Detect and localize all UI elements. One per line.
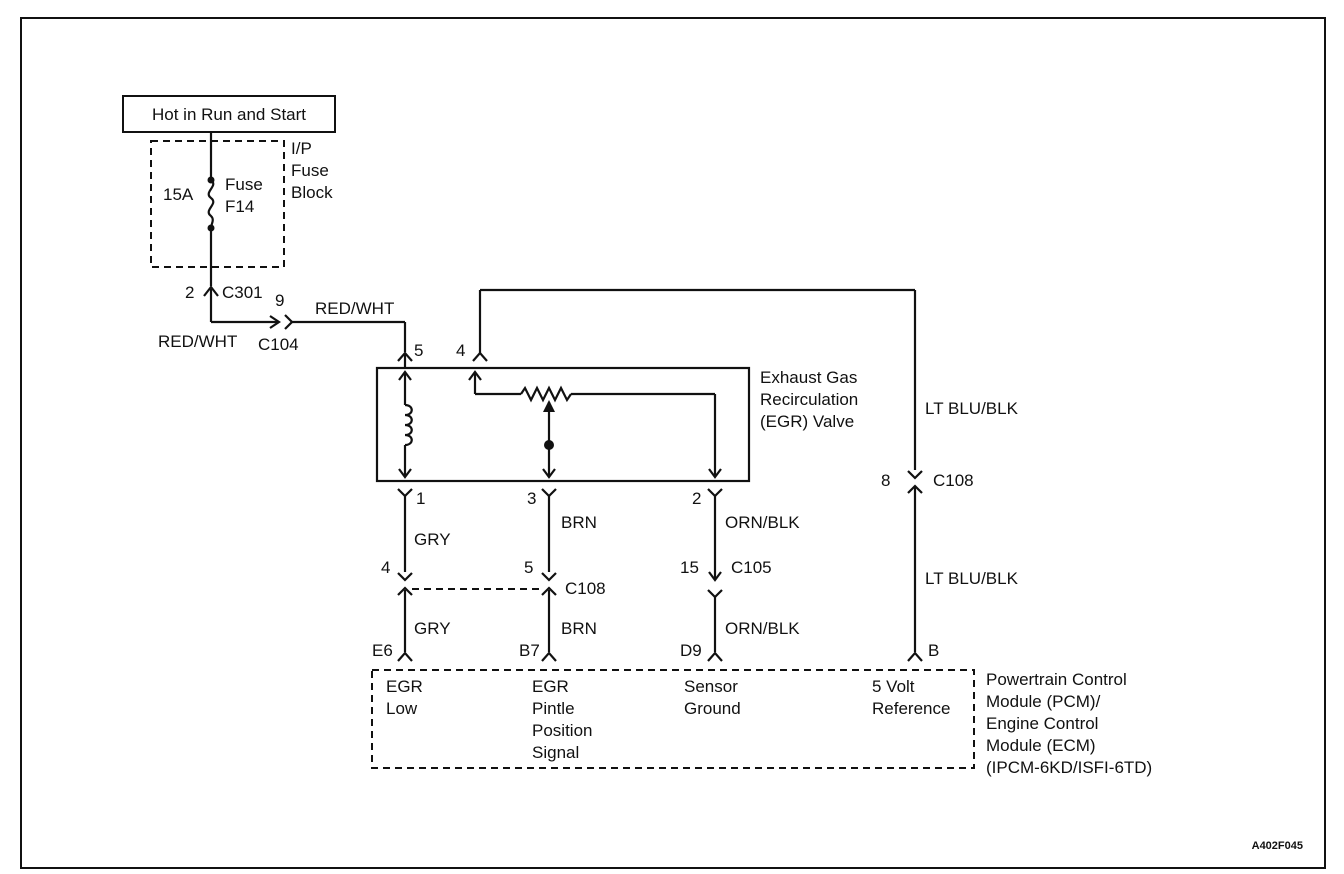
egr-pin-5: 5 xyxy=(414,341,423,360)
pcm-pin-d9: D9 xyxy=(680,641,702,660)
pcm-terminal-sensor-ground-2: Ground xyxy=(684,699,741,718)
wire-lt-blu-blk-lower: LT BLU/BLK xyxy=(925,569,1019,588)
c301-connector xyxy=(203,285,219,297)
egr-pin-1-connector xyxy=(397,488,413,498)
pcm-pin-d9-connector xyxy=(707,651,723,662)
c104-name: C104 xyxy=(258,335,299,354)
pcm-terminal-egr-low-2: Low xyxy=(386,699,418,718)
egr-pin-1: 1 xyxy=(416,489,425,508)
wire-red-wht-left: RED/WHT xyxy=(158,332,237,351)
c108-pin-5: 5 xyxy=(524,558,533,577)
wire-orn-blk-lower: ORN/BLK xyxy=(725,619,800,638)
egr-pin-2: 2 xyxy=(692,489,701,508)
c108-pin-8: 8 xyxy=(881,471,890,490)
power-source-label: Hot in Run and Start xyxy=(152,105,306,124)
egr-pin-3: 3 xyxy=(527,489,536,508)
egr-pin-3-connector xyxy=(541,488,557,498)
pcm-name-3: Engine Control xyxy=(986,714,1098,733)
figure-id: A402F045 xyxy=(1252,840,1303,852)
wiper-arrow xyxy=(543,400,555,412)
power-source-box xyxy=(122,95,336,133)
c108-upper-name: C108 xyxy=(933,471,974,490)
fuse-block-name-1: I/P xyxy=(291,139,312,158)
egr-valve-name-3: (EGR) Valve xyxy=(760,412,854,431)
c301-pin: 2 xyxy=(185,283,194,302)
pcm-terminal-sensor-ground-1: Sensor xyxy=(684,677,738,696)
pcm-terminal-five-volt-1: 5 Volt xyxy=(872,677,915,696)
pcm-terminal-five-volt-2: Reference xyxy=(872,699,950,718)
pcm-pin-e6-connector xyxy=(397,651,413,662)
wire-gry-lower: GRY xyxy=(414,619,451,638)
pcm-name-5: (IPCM-6KD/ISFI-6TD) xyxy=(986,758,1152,777)
egr-pin-4: 4 xyxy=(456,341,465,360)
wire-brn-upper: BRN xyxy=(561,513,597,532)
egr-pin-5-connector xyxy=(397,351,413,362)
pcm-name-2: Module (PCM)/ xyxy=(986,692,1101,711)
pcm-pin-b7-connector xyxy=(541,651,557,662)
c301-name: C301 xyxy=(222,283,263,302)
fuse-name-1: Fuse xyxy=(225,175,263,194)
pcm-terminal-pintle-3: Position xyxy=(532,721,592,740)
pcm-pin-b7: B7 xyxy=(519,641,540,660)
wire-lt-blu-blk-upper: LT BLU/BLK xyxy=(925,399,1019,418)
wire-orn-blk-upper: ORN/BLK xyxy=(725,513,800,532)
fuse-block-box xyxy=(150,140,285,268)
egr-valve-name-2: Recirculation xyxy=(760,390,858,409)
c104-pin: 9 xyxy=(275,291,284,310)
c105-connector xyxy=(707,589,723,599)
c108-pin-5-connector xyxy=(541,572,557,582)
pcm-terminal-pintle-2: Pintle xyxy=(532,699,575,718)
solenoid-coil xyxy=(404,403,413,447)
pcm-name-1: Powertrain Control xyxy=(986,670,1127,689)
fuse-name-2: F14 xyxy=(225,197,254,216)
c104-connector xyxy=(284,314,294,330)
wire-red-wht-right: RED/WHT xyxy=(315,299,394,318)
c108-pin-4-connector xyxy=(397,572,413,582)
wire-gry-upper: GRY xyxy=(414,530,451,549)
fuse-symbol xyxy=(207,179,215,229)
c105-name: C105 xyxy=(731,558,772,577)
pcm-pin-e6: E6 xyxy=(372,641,393,660)
pcm-terminal-egr-low-1: EGR xyxy=(386,677,423,696)
egr-valve-name-1: Exhaust Gas xyxy=(760,368,857,387)
wire-brn-lower: BRN xyxy=(561,619,597,638)
pcm-terminal-pintle-1: EGR xyxy=(532,677,569,696)
potentiometer-resistor xyxy=(520,385,572,403)
pcm-name-4: Module (ECM) xyxy=(986,736,1096,755)
egr-pin-2-connector xyxy=(707,488,723,498)
diagram-frame xyxy=(20,17,1326,869)
egr-pin-4-connector xyxy=(472,351,488,362)
c108-pin-4: 4 xyxy=(381,558,390,577)
fuse-rating: 15A xyxy=(163,185,194,204)
pcm-pin-b-connector xyxy=(907,651,923,662)
pcm-box xyxy=(371,669,975,769)
pcm-terminal-pintle-4: Signal xyxy=(532,743,579,762)
c105-pin: 15 xyxy=(680,558,699,577)
fuse-block-name-3: Block xyxy=(291,183,333,202)
c108-lower-name: C108 xyxy=(565,579,606,598)
fuse-block-name-2: Fuse xyxy=(291,161,329,180)
egr-valve-box xyxy=(375,366,751,483)
pcm-pin-b: B xyxy=(928,641,939,660)
